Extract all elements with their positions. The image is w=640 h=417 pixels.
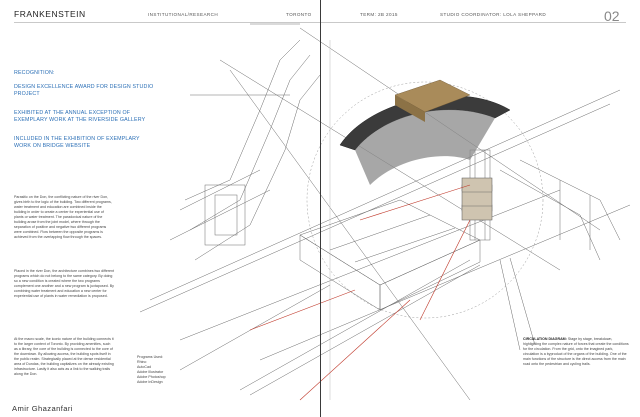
- software-item: Adobe Illustrator: [137, 370, 164, 374]
- red-circulation-path: [249, 184, 471, 401]
- page-spread-divider: [320, 0, 321, 417]
- author-name: Amir Ghazanfari: [12, 404, 73, 413]
- caption-heading: CIRCULATION DIAGRAM:: [523, 337, 567, 341]
- recognition-item-2: EXHIBITED AT THE ANNUAL EXCEPTION OF EXE…: [14, 110, 146, 124]
- body-paragraph-1: Parasitic on the Don, the conflicting na…: [14, 195, 112, 239]
- bronze-volume-side: [395, 95, 425, 122]
- software-item: AutoCad: [137, 365, 151, 369]
- software-heading: Programs Used:: [137, 355, 163, 359]
- vault-shadow: [355, 109, 495, 185]
- recognition-item-3: INCLUDED IN THE EXHIBITION OF EXEMPLARY …: [14, 136, 140, 150]
- body-paragraph-2: Placed in the river Don, the architectur…: [14, 269, 115, 298]
- circulation-core: [461, 177, 493, 221]
- recognition-item-1: DESIGN EXCELLENCE AWARD FOR DESIGN STUDI…: [14, 84, 154, 98]
- software-item: Adobe InDesign: [137, 380, 163, 384]
- project-category: INSTITUTIONAL/RESEARCH: [148, 12, 219, 17]
- recognition-heading: RECOGNITION:: [14, 70, 55, 76]
- project-title: FRANKENSTEIN: [14, 9, 86, 19]
- project-location: TORONTO: [286, 12, 312, 17]
- software-item: Rhino: [137, 360, 147, 364]
- body-paragraph-3: At the macro scale, the iconic nature of…: [14, 337, 114, 376]
- page-number: 02: [604, 8, 620, 24]
- project-term: TERM: 2B 2015: [360, 12, 398, 17]
- studio-coordinator: STUDIO COORDINATOR: LOLA SHEPPARD: [440, 12, 547, 17]
- sphere-outline: [306, 81, 544, 319]
- circulation-caption: CIRCULATION DIAGRAM: Stage by stage, bre…: [523, 337, 629, 367]
- software-item: Adobe Photoshop: [137, 375, 166, 379]
- caption-text: Stage by stage, breakdown, highlighting …: [523, 337, 629, 366]
